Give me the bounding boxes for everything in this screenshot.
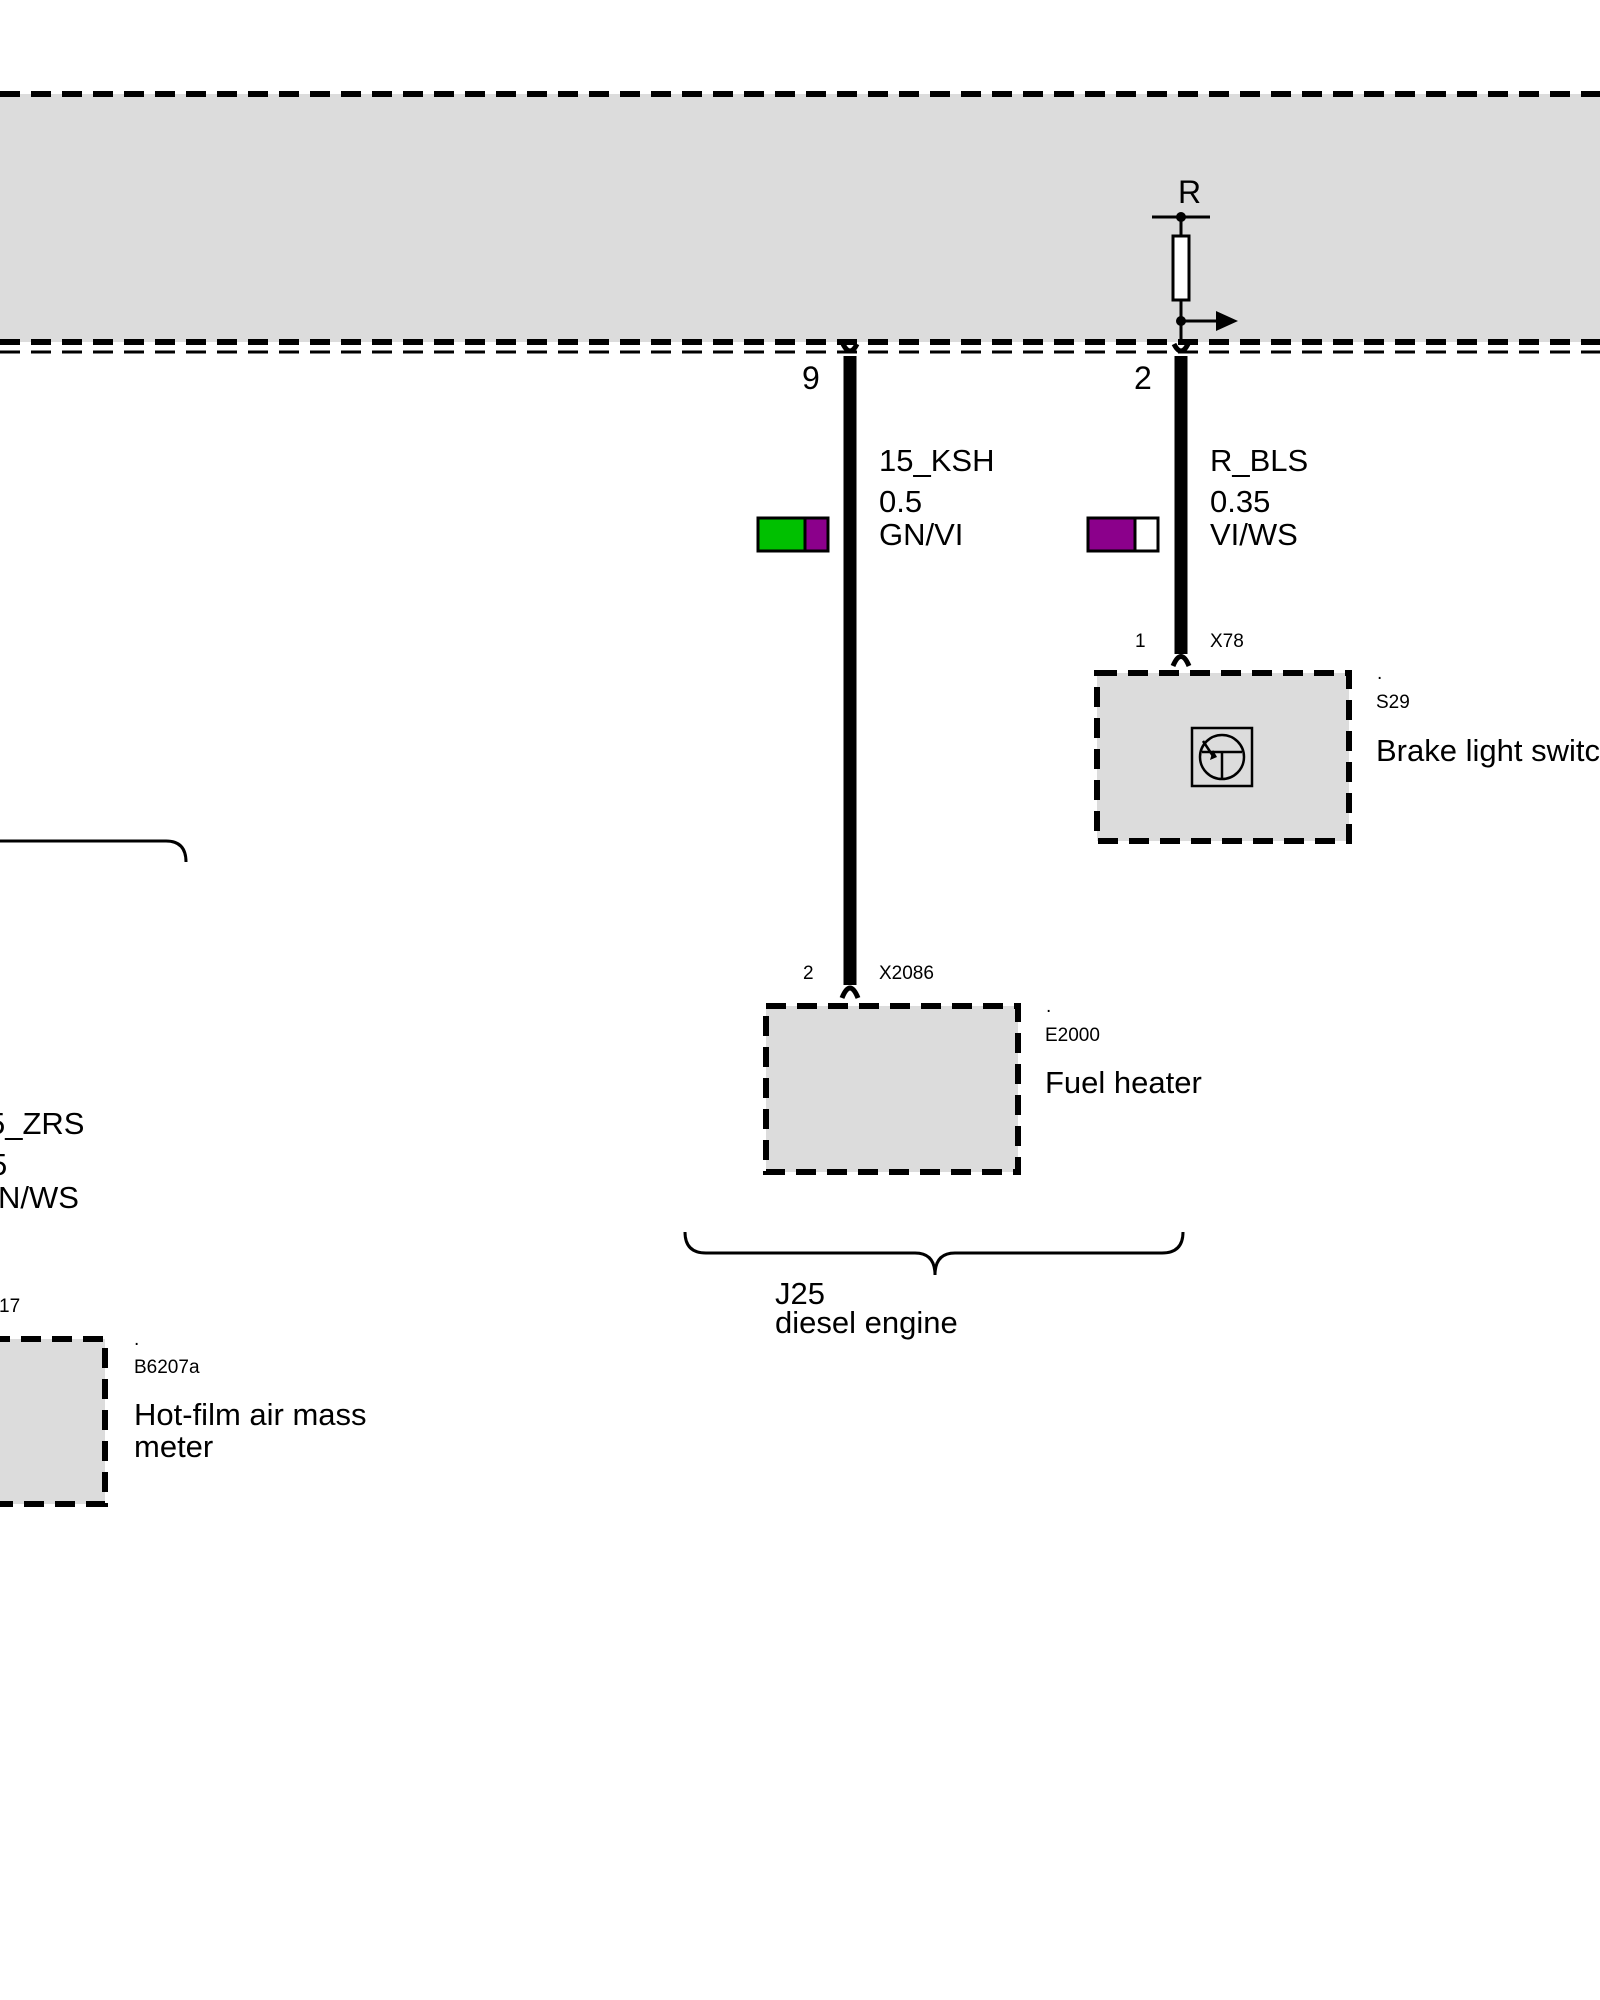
component-name: Fuel heater	[1045, 1065, 1202, 1100]
wire-color-code: N/WS	[0, 1180, 79, 1215]
pull-up-resistor: R	[1152, 174, 1238, 342]
wire-signal-name: 15_KSH	[879, 443, 994, 478]
wire-5-zrs: 5_ZRS 5 N/WS	[0, 1106, 84, 1215]
component-fuel-heater: 2 X2086 . E2000 Fuel heater	[763, 963, 1202, 1175]
resistor-body	[1171, 234, 1191, 302]
wire-cross-section: 5	[0, 1147, 7, 1182]
wire-cross-section: 0.35	[1210, 484, 1270, 519]
wire-color-swatch	[1086, 516, 1160, 553]
component-box	[0, 1339, 105, 1504]
hall-sensor-icon	[1190, 726, 1254, 788]
group-brace	[683, 1231, 1185, 1276]
wire-pin-number: 9	[802, 360, 820, 396]
signal-arrow-icon	[1216, 311, 1238, 331]
component-hot-film-air-mass-meter: 17 . B6207a Hot-film air mass meter	[0, 1296, 367, 1507]
group-brace-partial	[0, 839, 188, 863]
component-code: E2000	[1045, 1025, 1100, 1046]
wire-pin-number: 2	[1134, 360, 1152, 396]
wire-r-bls: 2 R_BLS 0.35 VI/WS	[1086, 342, 1308, 668]
component-dot: .	[134, 1329, 139, 1350]
wire-signal-name: 5_ZRS	[0, 1106, 84, 1141]
wire-color-code: VI/WS	[1210, 517, 1298, 552]
component-box	[766, 1006, 1018, 1172]
component-code: S29	[1376, 692, 1410, 713]
component-name-line1: Hot-film air mass	[134, 1397, 367, 1432]
group-diesel-engine: J25 diesel engine	[683, 1231, 1185, 1340]
wire-color-code: GN/VI	[879, 517, 963, 552]
group-code: J25	[775, 1276, 825, 1311]
component-name-line2: meter	[134, 1429, 213, 1464]
control-unit	[0, 91, 1600, 354]
component-name: Brake light switc	[1376, 733, 1600, 768]
connector-id: 17	[0, 1296, 20, 1317]
connector-pin: 1	[1135, 631, 1146, 652]
connector-pin: 2	[803, 963, 814, 984]
component-code: B6207a	[134, 1357, 200, 1378]
control-unit-body	[0, 94, 1600, 342]
component-brake-light-switch: 1 X78 . S29 Brake light switc	[1094, 631, 1600, 844]
wire-cross-section: 0.5	[879, 484, 922, 519]
connector-id: X78	[1210, 631, 1244, 652]
group-name: diesel engine	[775, 1305, 958, 1340]
component-dot: .	[1046, 996, 1051, 1017]
wire-color-swatch	[756, 516, 830, 553]
component-dot: .	[1377, 663, 1382, 684]
connector-id: X2086	[879, 963, 934, 984]
wire-signal-name: R_BLS	[1210, 443, 1308, 478]
wire-15-ksh: 9 15_KSH 0.5 GN/VI	[756, 342, 994, 1000]
resistor-label: R	[1178, 174, 1201, 210]
